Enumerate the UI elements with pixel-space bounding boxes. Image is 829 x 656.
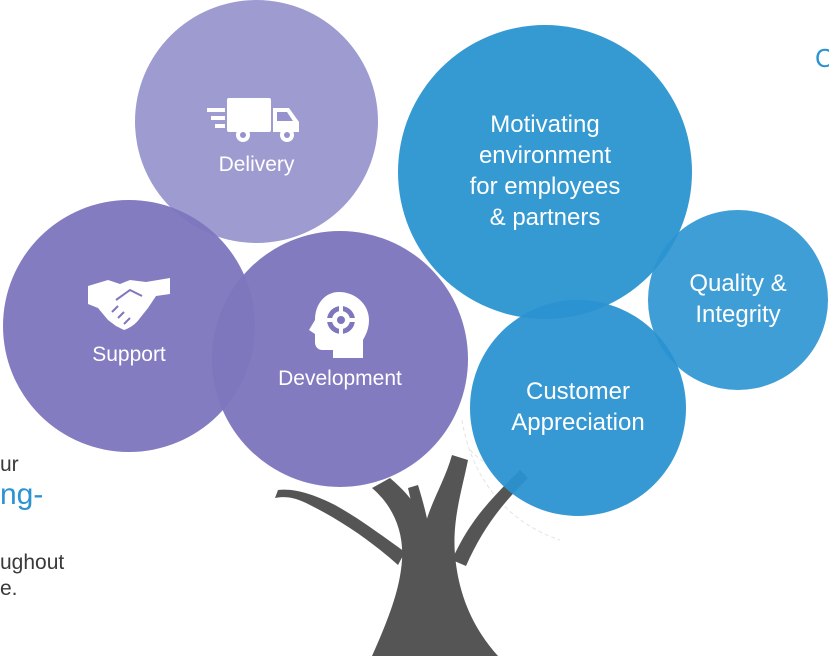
bubble-quality-integrity: Quality & Integrity	[648, 210, 828, 390]
bubble-motivating-environment: Motivating environment for employees & p…	[398, 25, 692, 319]
customer-line-1: Customer	[525, 378, 631, 406]
motivating-line-2: environment	[478, 142, 612, 170]
bubble-support: Support	[3, 200, 255, 452]
side-text-line-2: ng-	[0, 478, 44, 511]
development-label: Development	[278, 366, 402, 390]
bubble-customer-appreciation: Customer Appreciation	[470, 300, 686, 516]
quality-line-2: Integrity	[695, 301, 781, 328]
quality-line-1: Quality &	[689, 270, 787, 298]
motivating-line-4: & partners	[489, 203, 601, 231]
customer-line-2: Appreciation	[511, 409, 645, 436]
handshake-icon	[88, 277, 170, 330]
delivery-label: Delivery	[218, 153, 295, 177]
side-text-line-1: ur	[0, 453, 19, 476]
side-text-line-3: ughout	[0, 551, 65, 574]
top-right-text-fragment: C	[815, 43, 829, 73]
bubble-delivery: Delivery	[135, 0, 378, 243]
head-gear-icon	[309, 291, 369, 358]
support-label: Support	[92, 342, 166, 366]
motivating-line-3: for employees	[469, 173, 621, 200]
delivery-truck-icon	[206, 98, 299, 143]
side-text-line-4: e.	[0, 577, 18, 600]
motivating-line-1: Motivating	[490, 111, 600, 139]
bubble-development: Development	[212, 231, 468, 487]
